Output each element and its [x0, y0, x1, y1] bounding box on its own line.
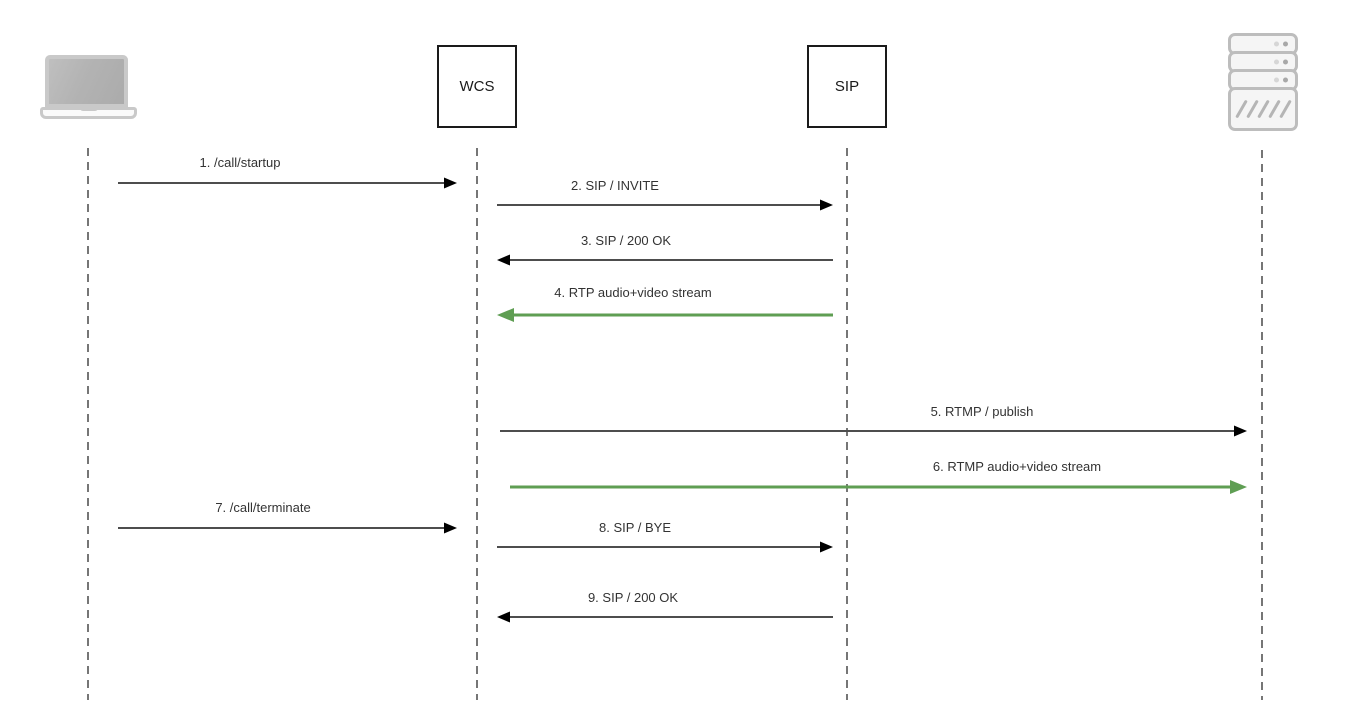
message-5-label: 5. RTMP / publish: [930, 404, 1034, 419]
server-led-dot: [1283, 41, 1288, 47]
laptop-screen: [45, 55, 128, 108]
message-5-arrow: [500, 425, 1247, 437]
laptop-notch: [79, 107, 98, 111]
server-led-dot: [1283, 59, 1288, 65]
server-vent-panel: [1228, 87, 1298, 131]
server-led-dot: [1274, 77, 1279, 83]
message-1-arrow: [118, 177, 457, 189]
browser-laptop-icon: [40, 55, 137, 119]
message-7-arrow: [118, 522, 457, 534]
vent-slash: [1245, 99, 1259, 119]
actor-box-wcs: WCS: [437, 45, 517, 128]
rtmp-server-icon: [1228, 33, 1298, 131]
vent-slash: [1278, 99, 1292, 119]
message-9-arrow: [497, 611, 833, 623]
message-8-label: 8. SIP / BYE: [598, 520, 672, 535]
message-9-label: 9. SIP / 200 OK: [587, 590, 679, 605]
message-2-label: 2. SIP / INVITE: [571, 178, 659, 193]
actor-box-sip: SIP: [807, 45, 887, 128]
message-1-label: 1. /call/startup: [199, 155, 281, 170]
message-3-label: 3. SIP / 200 OK: [580, 233, 672, 248]
vent-slash: [1234, 99, 1248, 119]
message-6-label: 6. RTMP audio+video stream: [932, 459, 1102, 474]
message-7-label: 7. /call/terminate: [215, 500, 311, 515]
message-2-arrow: [497, 199, 833, 211]
server-led-dot: [1274, 59, 1279, 65]
message-3-arrow: [497, 254, 833, 266]
vent-slash: [1267, 99, 1281, 119]
message-8-arrow: [497, 541, 833, 553]
message-6-arrow: [510, 480, 1247, 494]
message-4-arrow: [497, 308, 833, 322]
message-4-label: 4. RTP audio+video stream: [554, 285, 712, 300]
server-led-dot: [1283, 77, 1288, 83]
server-led-dot: [1274, 41, 1279, 47]
actor-label-wcs: WCS: [459, 78, 495, 95]
actor-label-sip: SIP: [834, 78, 860, 95]
vent-slash: [1256, 99, 1270, 119]
